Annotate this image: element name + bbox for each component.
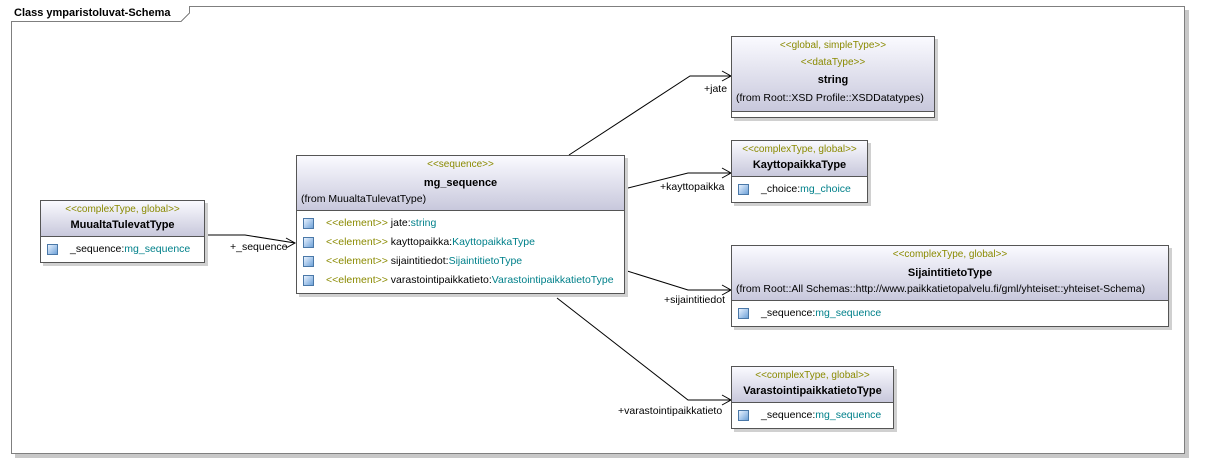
attribute-type: mg_sequence (124, 243, 191, 255)
class-header: <<complexType, global>> MuualtaTulevatTy… (41, 201, 204, 237)
attribute-icon (738, 183, 749, 195)
class-from-package: (from Root::All Schemas::http://www.paik… (736, 283, 1146, 295)
class-muualtatulevattype[interactable]: <<complexType, global>> MuualtaTulevatTy… (40, 200, 205, 263)
attribute-name: _sequence: (761, 409, 816, 421)
class-header: <<complexType, global>> KayttopaikkaType (732, 141, 867, 177)
attribute-name: _sequence: (70, 243, 125, 255)
stereotype-label: <<complexType, global>> (742, 144, 857, 155)
attribute-list: <<element>> jate:string <<element>> kayt… (297, 211, 624, 293)
class-name: mg_sequence (423, 177, 498, 189)
attribute-name: _choice: (761, 183, 801, 195)
attribute-row[interactable]: _sequence:mg_sequence (738, 406, 893, 425)
attribute-name: jate: (387, 217, 411, 229)
assoc-line-jate (568, 75, 731, 156)
class-name: KayttopaikkaType (752, 159, 847, 171)
stereotype-label: <<complexType, global>> (65, 204, 180, 215)
attribute-list: _sequence:mg_sequence (41, 237, 204, 262)
role-label-jate: +jate (704, 83, 728, 95)
assoc-line-varastointipaikkatieto (556, 297, 731, 401)
attribute-row[interactable]: <<element>> varastointipaikkatieto:Varas… (303, 271, 624, 290)
stereotype-label: <<sequence>> (427, 159, 494, 170)
attribute-row[interactable]: <<element>> jate:string (303, 214, 624, 233)
attribute-stereotype: <<element>> (326, 217, 388, 229)
class-string[interactable]: <<global, simpleType>> <<dataType>> stri… (731, 36, 935, 118)
attribute-name: _sequence: (761, 307, 816, 319)
assoc-line-sijaintitiedot (623, 269, 731, 291)
attribute-stereotype: <<element>> (326, 274, 388, 286)
attribute-type: KayttopaikkaType (452, 236, 535, 248)
attribute-icon (738, 307, 749, 319)
class-varastointipaikkatietotype[interactable]: <<complexType, global>> Varastointipaikk… (731, 366, 894, 429)
diagram-title: Class ymparistoluvat-Schema (11, 6, 190, 22)
attribute-row[interactable]: <<element>> sijaintitiedot:Sijaintitieto… (303, 252, 624, 271)
attribute-type: VarastointipaikkatietoType (491, 274, 614, 286)
class-from-package: (from MuualtaTulevatType) (301, 193, 427, 205)
class-sijaintitietotype[interactable]: <<complexType, global>> SijaintitietoTyp… (731, 245, 1169, 327)
empty-attribute-compartment (732, 112, 934, 117)
attribute-type: mg_choice (800, 183, 851, 195)
attribute-stereotype: <<element>> (326, 255, 388, 267)
class-name: string (817, 74, 849, 86)
attribute-icon (303, 274, 314, 286)
attribute-type: mg_sequence (815, 307, 882, 319)
stereotype-label: <<dataType>> (800, 57, 866, 68)
class-name: SijaintitietoType (907, 267, 993, 279)
attribute-stereotype: <<element>> (326, 236, 388, 248)
attribute-list: _sequence:mg_sequence (732, 301, 1168, 326)
attribute-list: _choice:mg_choice (732, 177, 867, 202)
attribute-type: string (410, 217, 437, 229)
class-name: VarastointipaikkatietoType (743, 385, 882, 397)
stereotype-label: <<complexType, global>> (755, 370, 870, 381)
class-from-package: (from Root::XSD Profile::XSDDatatypes) (736, 92, 924, 104)
attribute-row[interactable]: <<element>> kayttopaikka:KayttopaikkaTyp… (303, 233, 624, 252)
class-header: <<sequence>> mg_sequence (from MuualtaTu… (297, 156, 624, 211)
attribute-row[interactable]: _sequence:mg_sequence (47, 240, 204, 259)
attribute-icon (303, 236, 314, 248)
role-label-kayttopaikka: +kayttopaikka (660, 181, 725, 193)
arrowhead-sequence (285, 237, 297, 249)
attribute-icon (47, 243, 58, 255)
stereotype-label: <<complexType, global>> (892, 249, 1008, 260)
attribute-icon (303, 255, 314, 267)
attribute-type: mg_sequence (815, 409, 882, 421)
class-header: <<complexType, global>> Varastointipaikk… (732, 367, 893, 403)
class-header: <<complexType, global>> SijaintitietoTyp… (732, 246, 1168, 301)
attribute-icon (738, 409, 749, 421)
assoc-line-kayttopaikka (623, 172, 731, 190)
attribute-list: _sequence:mg_sequence (732, 403, 893, 428)
assoc-line-sequence (204, 234, 296, 244)
attribute-icon (303, 217, 314, 229)
attribute-name: kayttopaikka: (387, 236, 453, 248)
attribute-name: sijaintitiedot: (387, 255, 449, 267)
class-kayttopaikkatype[interactable]: <<complexType, global>> KayttopaikkaType… (731, 140, 868, 203)
class-mg-sequence[interactable]: <<sequence>> mg_sequence (from MuualtaTu… (296, 155, 625, 294)
attribute-type: SijaintitietoType (448, 255, 523, 267)
role-label-sijaintitiedot: +sijaintitiedot (664, 294, 725, 306)
class-header: <<global, simpleType>> <<dataType>> stri… (732, 37, 934, 112)
role-label-sequence: +_sequence (230, 241, 288, 253)
attribute-row[interactable]: _sequence:mg_sequence (738, 304, 1168, 323)
stereotype-label: <<global, simpleType>> (779, 40, 887, 51)
attribute-row[interactable]: _choice:mg_choice (738, 180, 867, 199)
attribute-name: varastointipaikkatieto: (387, 274, 492, 286)
role-label-varastointipaikkatieto: +varastointipaikkatieto (618, 405, 723, 417)
class-name: MuualtaTulevatType (70, 219, 175, 231)
